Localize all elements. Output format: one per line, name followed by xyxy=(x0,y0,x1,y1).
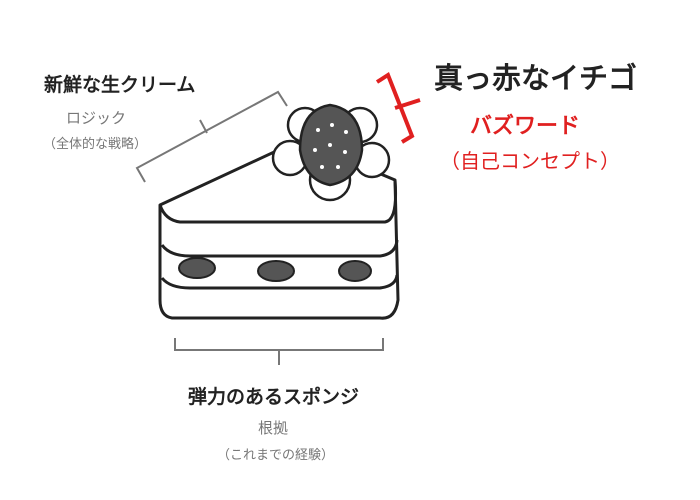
sponge-note: （これまでの経験） xyxy=(217,448,335,463)
cream-label: ロジック xyxy=(66,109,127,127)
strawberry-icon xyxy=(298,103,364,187)
berry-filling xyxy=(178,257,372,282)
sponge-bracket xyxy=(174,338,384,365)
strawberry-label: バズワード xyxy=(470,114,581,139)
cream-title: 新鮮な生クリーム xyxy=(44,74,196,96)
strawberry-title: 真っ赤なイチゴ xyxy=(434,61,638,95)
sponge-label: 根拠 xyxy=(258,419,289,437)
strawberry-note: （自己コンセプト） xyxy=(440,149,620,173)
strawberry-bracket xyxy=(375,72,421,144)
cream-note: （全体的な戦略） xyxy=(43,137,148,152)
cream-bracket xyxy=(135,90,288,183)
sponge-title: 弾力のあるスポンジ xyxy=(188,386,360,408)
